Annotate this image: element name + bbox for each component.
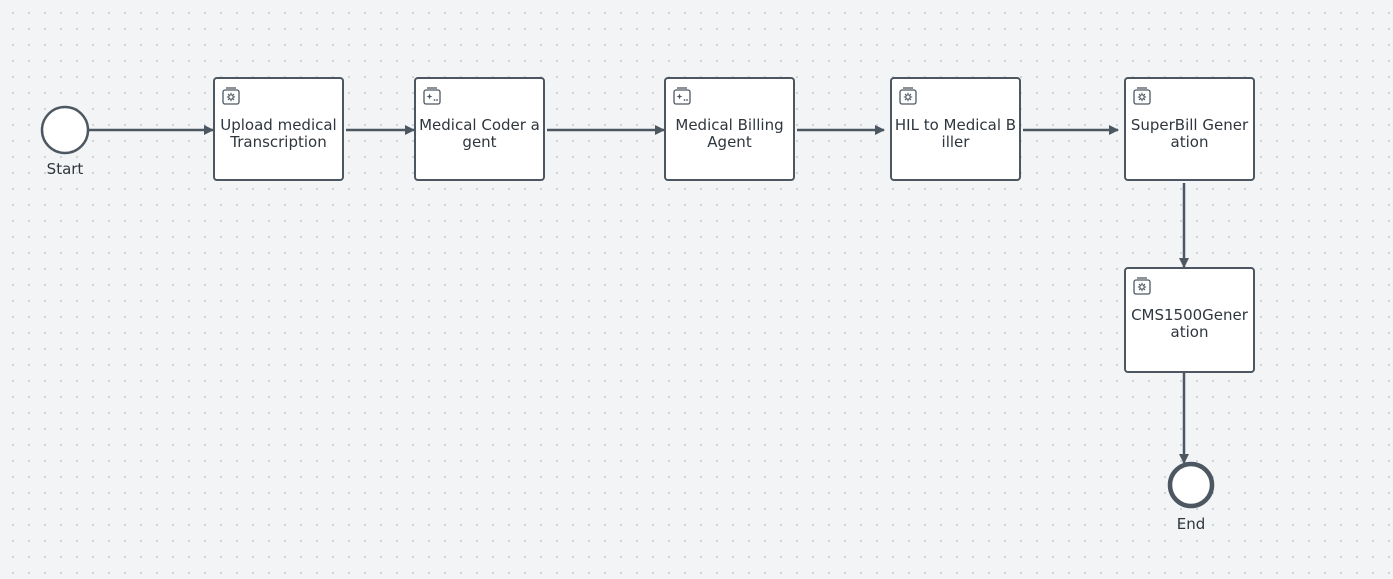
agent-task-sparkle-icon [423, 87, 441, 105]
task-cms1500-generation[interactable]: CMS1500Generation [1124, 267, 1255, 373]
task-label: Medical Billing Agent [675, 116, 784, 151]
task-label: CMS1500Generation [1131, 306, 1248, 341]
task-hil-to-medical-biller[interactable]: HIL to Medical Biller [890, 77, 1021, 181]
start-event-circle[interactable] [40, 105, 90, 155]
service-task-gear-icon [222, 87, 240, 105]
task-label: HIL to Medical Biller [894, 116, 1017, 151]
end-event-label: End [1176, 515, 1206, 533]
start-event-label: Start [46, 160, 84, 178]
service-task-gear-icon [1133, 87, 1151, 105]
task-label: Medical Coder agent [419, 116, 540, 151]
task-superbill-generation[interactable]: SuperBill Generation [1124, 77, 1255, 181]
end-event-circle[interactable] [1167, 461, 1215, 509]
service-task-gear-icon [1133, 277, 1151, 295]
task-label: Upload medical Transcription [220, 116, 337, 151]
agent-task-sparkle-icon [673, 87, 691, 105]
service-task-gear-icon [899, 87, 917, 105]
task-upload-medical-transcription[interactable]: Upload medical Transcription [213, 77, 344, 181]
task-label: SuperBill Generation [1130, 116, 1249, 151]
task-medical-coder-agent[interactable]: Medical Coder agent [414, 77, 545, 181]
task-medical-billing-agent[interactable]: Medical Billing Agent [664, 77, 795, 181]
